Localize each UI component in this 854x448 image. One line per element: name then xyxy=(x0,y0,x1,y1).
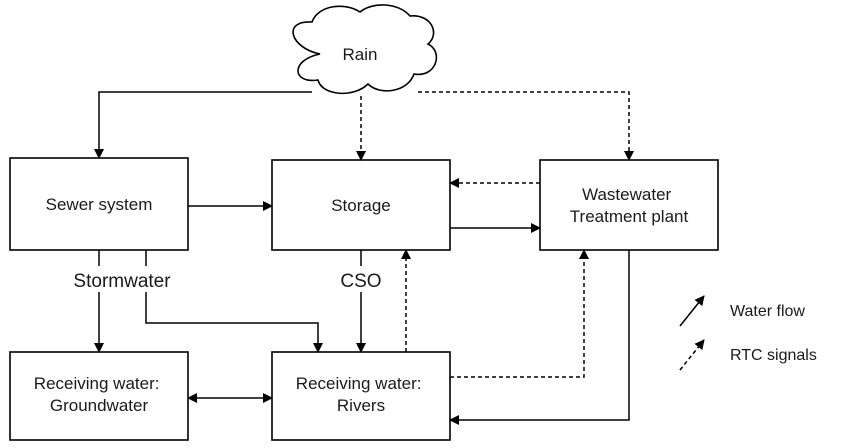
groundwater-label-line1: Receiving water: xyxy=(34,374,160,393)
cso-label: CSO xyxy=(340,271,381,292)
rain-node: Rain xyxy=(292,4,438,95)
stormwater-label: Stormwater xyxy=(73,271,171,292)
groundwater-node: Receiving water: Groundwater xyxy=(9,351,189,441)
cso-label-backing xyxy=(334,266,388,292)
rivers-node: Receiving water: Rivers xyxy=(271,351,451,441)
stormwater-label-backing xyxy=(56,266,188,292)
groundwater-label: Receiving water: Groundwater xyxy=(34,374,164,415)
sewer-system-node: Sewer system xyxy=(9,157,189,251)
wwtp-label-line1: Wastewater xyxy=(582,185,671,204)
rivers-label: Receiving water: Rivers xyxy=(296,374,426,415)
storage-label: Storage xyxy=(331,196,391,215)
storage-node: Storage xyxy=(271,159,451,251)
flow-wwtp-to-rivers xyxy=(449,250,630,425)
signal-rain-to-wwtp xyxy=(418,91,634,161)
rivers-label-line2: Rivers xyxy=(337,396,385,415)
legend-water-flow-label: Water flow xyxy=(730,303,805,320)
legend: Water flow RTC signals xyxy=(679,295,817,371)
wwtp-label: Wastewater Treatment plant xyxy=(570,185,689,226)
legend-rtc-signals-label: RTC signals xyxy=(730,347,817,364)
signal-rivers-to-wwtp xyxy=(450,249,589,378)
sewer-system-label: Sewer system xyxy=(46,195,153,214)
legend-rtc-signals-arrow xyxy=(679,339,705,371)
wwtp-label-line2: Treatment plant xyxy=(570,207,689,226)
rain-label: Rain xyxy=(343,45,378,64)
rivers-label-line1: Receiving water: xyxy=(296,374,422,393)
rain-cloud-shape xyxy=(292,4,438,95)
flow-rain-to-sewer xyxy=(94,91,312,159)
wwtp-node: Wastewater Treatment plant xyxy=(539,159,719,251)
legend-water-flow-arrow xyxy=(679,295,705,327)
flow-sewer-to-rivers xyxy=(145,250,323,353)
groundwater-label-line2: Groundwater xyxy=(50,396,149,415)
